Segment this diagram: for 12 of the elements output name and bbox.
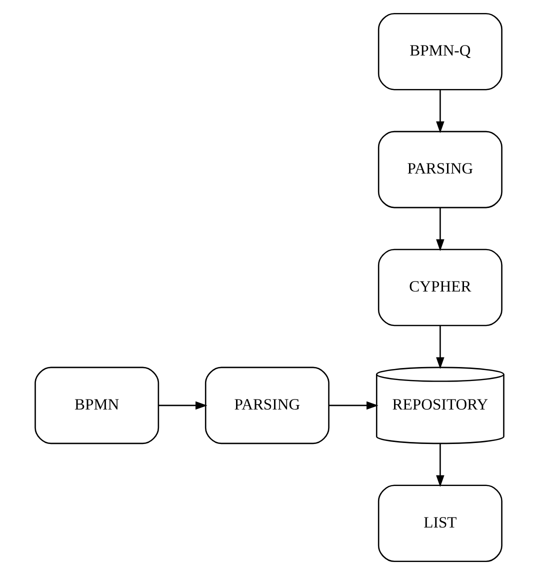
arrow	[436, 326, 444, 370]
node-box: PARSING	[204, 366, 330, 444]
node-box: PARSING	[378, 130, 502, 208]
arrow	[436, 90, 444, 134]
arrow	[329, 401, 378, 410]
node-box: LIST	[378, 484, 502, 562]
arrow	[158, 401, 208, 410]
node-box: BPMN	[34, 366, 160, 444]
arrow	[436, 444, 444, 487]
arrow	[436, 208, 444, 252]
node-box: BPMN-Q	[378, 12, 502, 90]
node-box: CYPHER	[378, 248, 502, 326]
